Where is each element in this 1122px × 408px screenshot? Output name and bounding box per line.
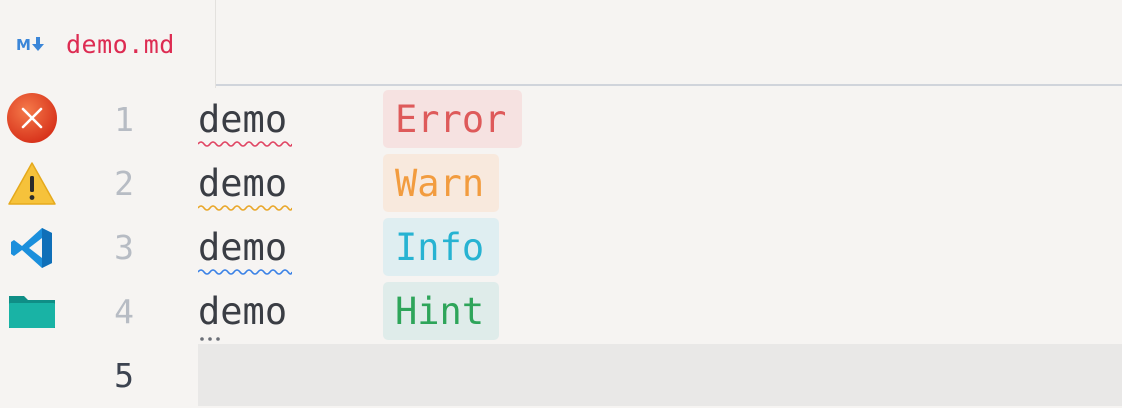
folder-icon[interactable] [6,286,58,338]
markdown-icon: M [16,34,50,54]
svg-text:M: M [16,36,31,54]
warning-squiggle [198,205,292,211]
editor-line[interactable]: 1 demo Error [0,88,1122,152]
line-number: 2 [114,164,134,203]
code-text[interactable]: demo [198,98,288,141]
error-circle-icon[interactable] [6,92,58,144]
code-text[interactable]: demo [198,162,288,205]
editor-line[interactable]: 3 demo Info [0,216,1122,280]
diagnostic-badge-hint: Hint [383,282,499,340]
error-squiggle [198,141,292,147]
tab-bar: M demo.md [0,0,1122,88]
vscode-icon[interactable] [6,222,58,274]
editor-line[interactable]: 4 demo Hint [0,280,1122,344]
code-text[interactable]: demo [198,290,288,333]
current-line-highlight [198,344,1122,406]
warning-triangle-icon[interactable] [6,158,58,210]
info-squiggle [198,269,292,275]
code-text[interactable]: demo [198,226,288,269]
line-number: 4 [114,292,134,331]
diagnostic-badge-error: Error [383,90,522,148]
tab-demo-md[interactable]: M demo.md [0,0,216,88]
editor[interactable]: 1 demo Error 2 demo Warn [0,88,1122,406]
line-number: 5 [114,356,134,395]
line-number: 1 [114,100,134,139]
hint-dots [200,337,220,341]
line-number: 3 [114,228,134,267]
diagnostic-badge-info: Info [383,218,499,276]
editor-line[interactable]: 2 demo Warn [0,152,1122,216]
editor-line-current[interactable]: 5 [0,344,1122,408]
diagnostic-badge-warn: Warn [383,154,499,212]
tab-label: demo.md [66,29,175,59]
